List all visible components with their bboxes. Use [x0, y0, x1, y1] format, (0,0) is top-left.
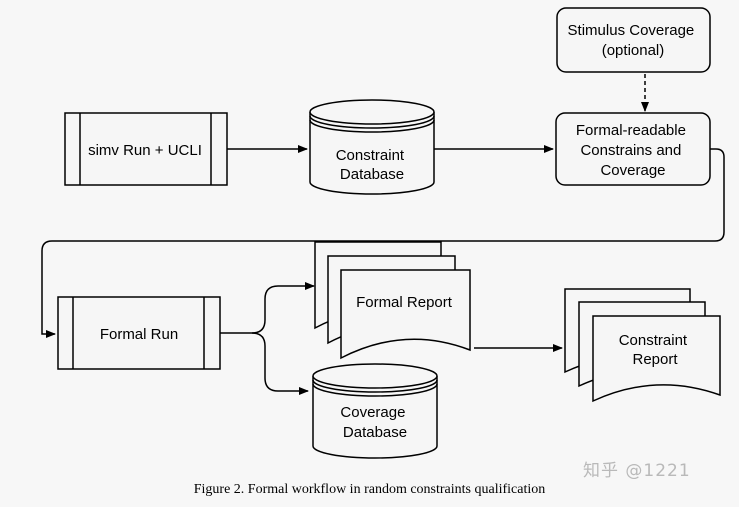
- svg-text:Constraint Database: Constraint Database: [336, 147, 409, 183]
- stimulus-line-2: (optional): [602, 42, 665, 59]
- constraint-report-line-2: Report: [632, 351, 678, 368]
- formal-readable-node: Formal-readable Constrains and Coverage: [555, 112, 711, 186]
- simv-run-label: simv Run + UCLI: [88, 142, 202, 159]
- svg-text:Formal-readable Constrai: Formal-readable Constrains and Coverage: [576, 122, 690, 179]
- formal-readable-line-3: Coverage: [600, 162, 665, 179]
- formal-report-label: Formal Report: [356, 294, 453, 311]
- constraint-db-line-1: Constraint: [336, 147, 405, 164]
- formal-readable-line-1: Formal-readable: [576, 122, 686, 139]
- watermark: 知乎 @1221: [583, 461, 691, 481]
- formal-report-node: Formal Report: [314, 241, 471, 360]
- constraint-report-node: Constraint Report: [564, 288, 721, 403]
- svg-text:Coverage Database: Coverage Database: [340, 404, 409, 441]
- coverage-database-node: Coverage Database: [312, 363, 438, 459]
- figure-caption: Figure 2. Formal workflow in random cons…: [193, 482, 546, 497]
- stimulus-coverage-node: Stimulus Coverage (optional): [556, 7, 711, 73]
- formal-run-node: Formal Run: [57, 296, 221, 370]
- arrow-formal-run-to-coverage-db: [251, 332, 309, 395]
- stimulus-line-1: Stimulus Coverage: [568, 22, 695, 39]
- coverage-db-line-2: Database: [343, 424, 407, 441]
- arrow-formal-run-to-formal-report: [220, 282, 315, 334]
- simv-run-node: simv Run + UCLI: [64, 112, 228, 186]
- formal-run-label: Formal Run: [100, 326, 178, 343]
- svg-text:Constraint Report: Constraint Report: [619, 332, 692, 368]
- constraint-report-line-1: Constraint: [619, 332, 688, 349]
- svg-text:Stimulus Coverage (optio: Stimulus Coverage (optional): [568, 22, 699, 59]
- coverage-db-line-1: Coverage: [340, 404, 405, 421]
- constraint-db-line-2: Database: [340, 166, 404, 183]
- constraint-database-node: Constraint Database: [309, 99, 435, 195]
- formal-readable-line-2: Constrains and: [580, 142, 681, 159]
- connector-formal-readable-to-formal-run: [41, 148, 725, 338]
